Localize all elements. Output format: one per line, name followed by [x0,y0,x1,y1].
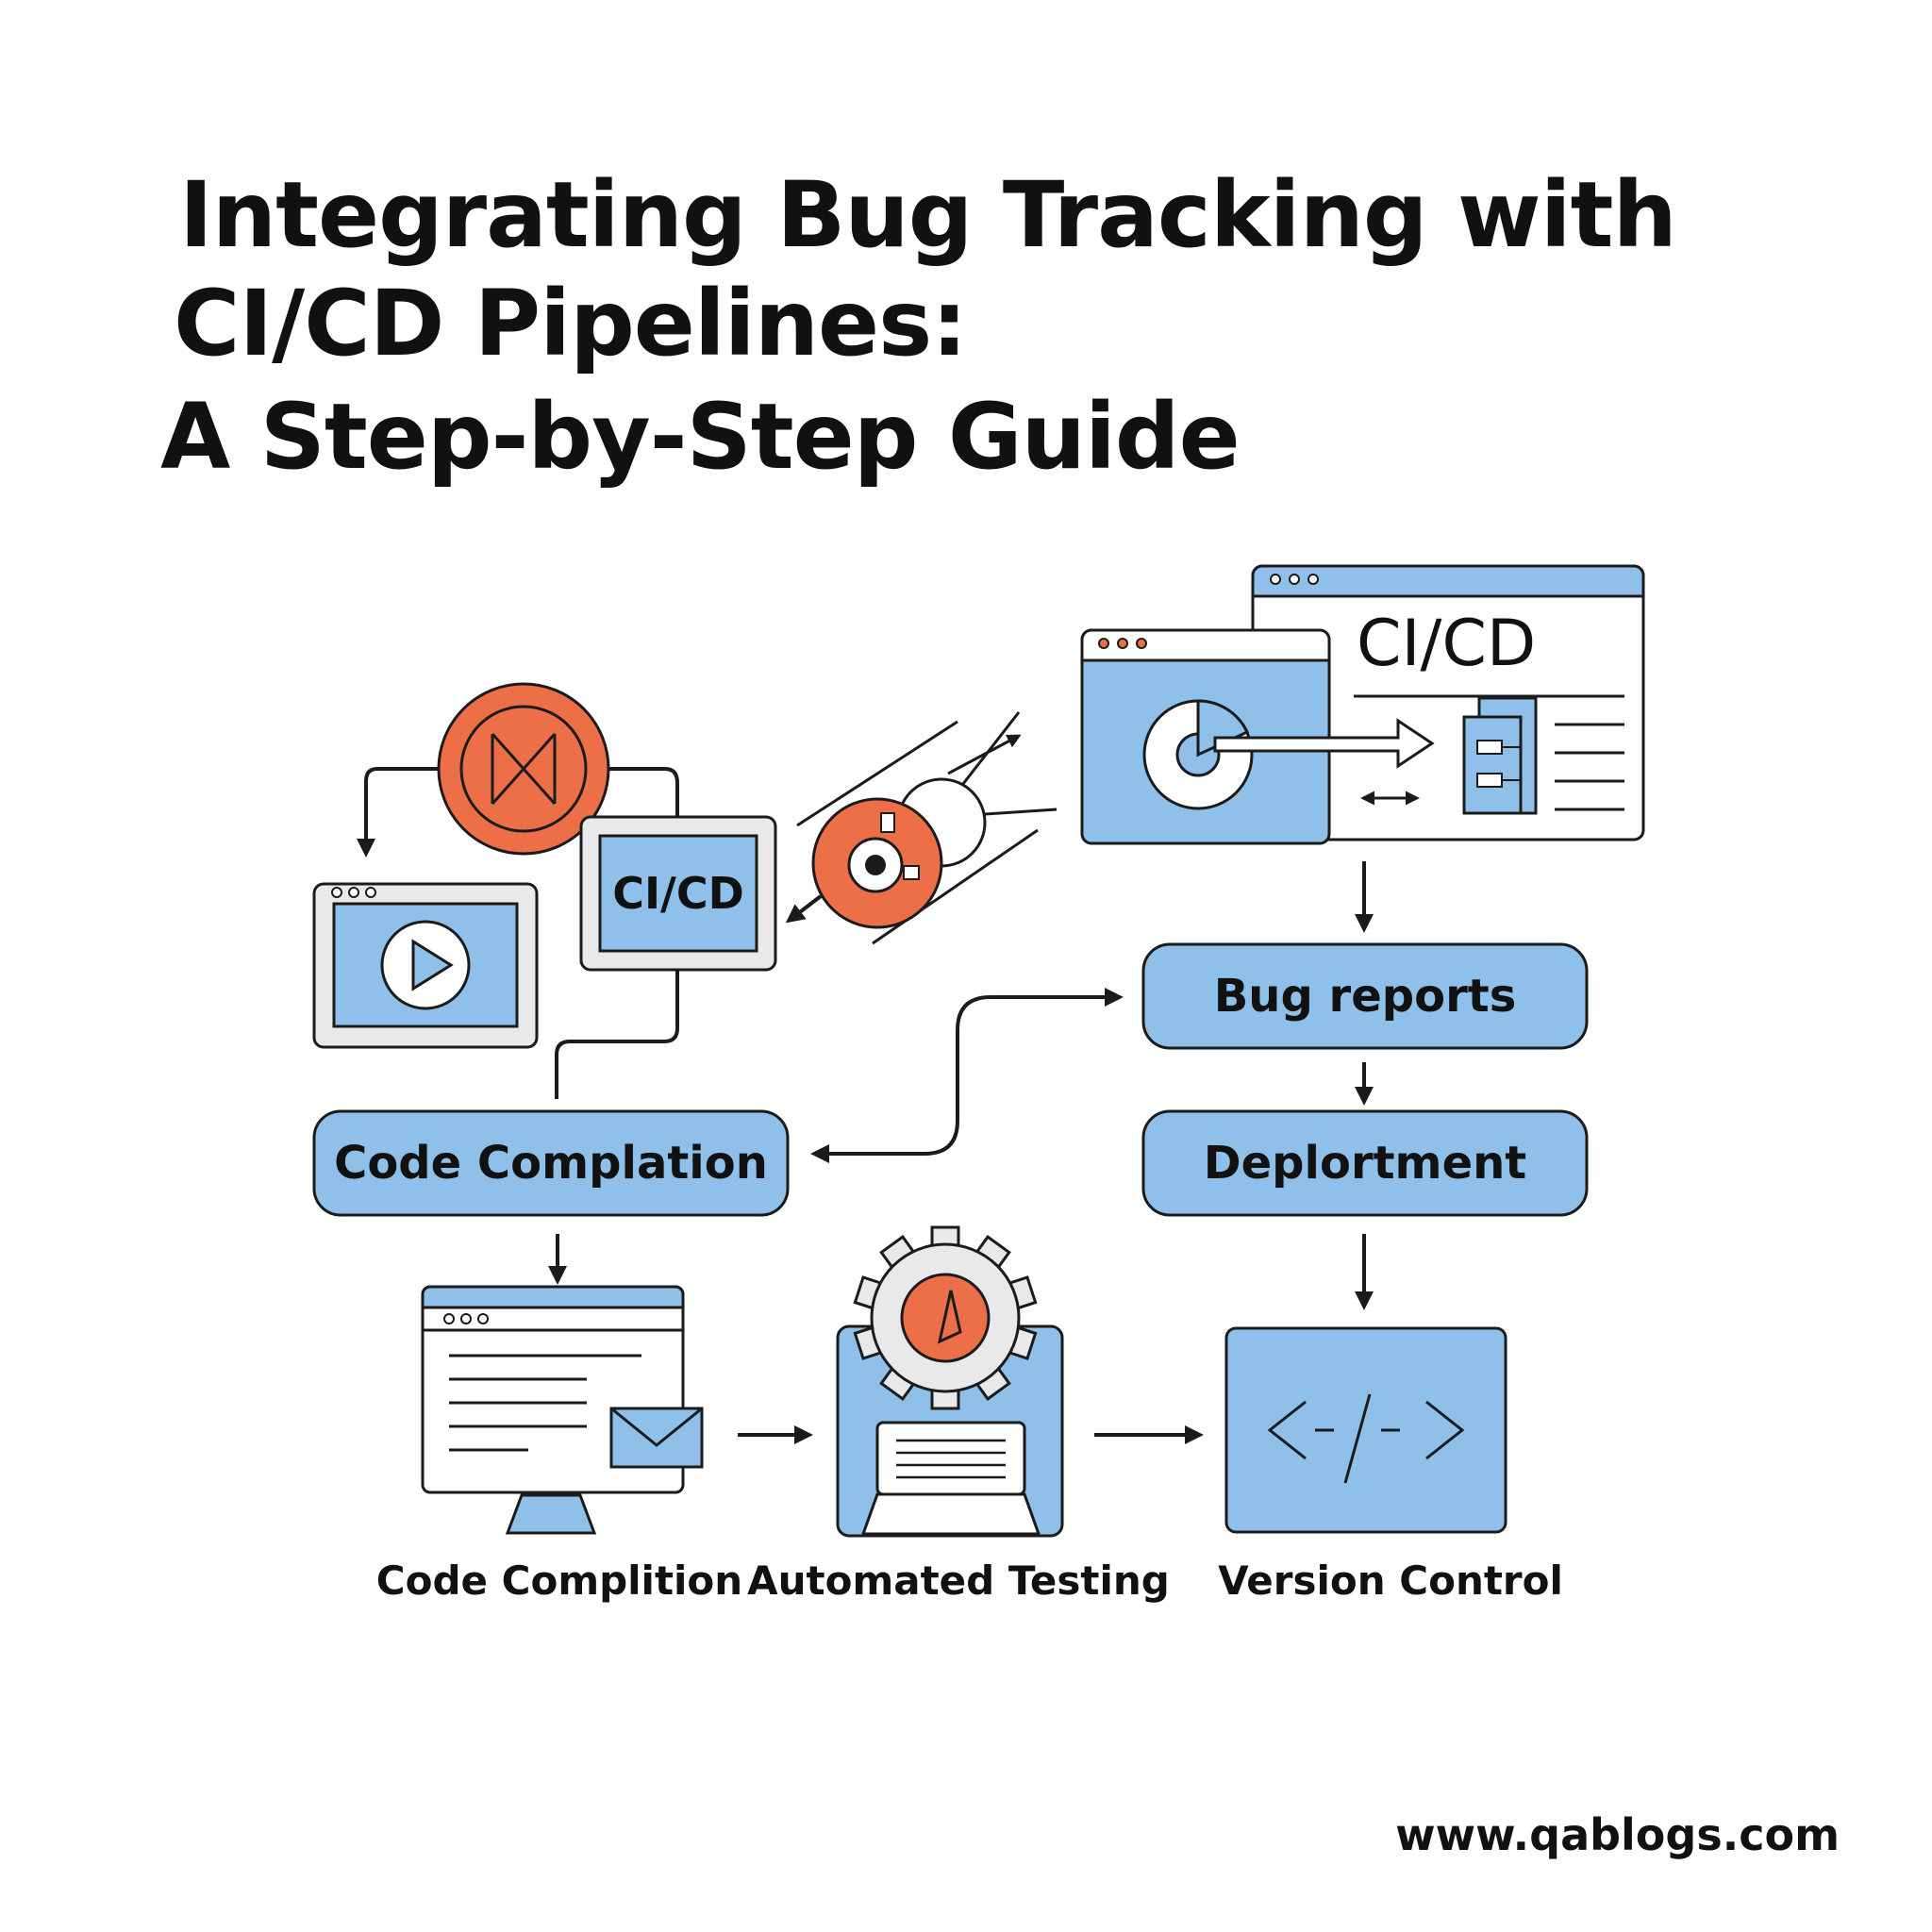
network-node-icon [437,682,610,856]
connector-arrow [785,894,823,924]
cicd-window-large: CI/CD [1251,564,1645,841]
text-lines-icon [1354,694,1624,811]
laptop-icon [860,1421,1041,1536]
cicd-monitor: CI/CD [579,815,777,972]
window-dots-icon [1098,638,1147,649]
pie-chart-icon [1142,699,1254,810]
bug-tracker-icon [796,711,1058,945]
code-symbol: </> [0,0,2,1]
website-link[interactable]: www.qablogs.com [1395,1809,1840,1860]
caption-automated-testing: Automated Testing [747,1557,1170,1604]
connector-arrow [810,988,1124,1163]
title-line-3: A Step-by-Step Guide [160,384,1241,490]
automated-testing-icon [836,1225,1064,1538]
code-compilation-label: Code Complation [334,1137,768,1190]
gear-icon [853,1225,1038,1410]
title-line-2: CI/CD Pipelines: [174,271,968,376]
bug-reports-step: Bug reports [1141,942,1589,1050]
window-dots-icon [443,1313,489,1324]
code-completion-monitor [421,1285,704,1535]
window-dots-icon [1270,574,1319,585]
video-player-window [312,882,539,1049]
version-control-icon: </> [0,0,1507,1534]
title-line-1: Integrating Bug Tracking with [179,162,1677,268]
deployment-label: Deplortment [1204,1137,1527,1190]
deployment-step: Deplortment [1141,1109,1589,1217]
connector-line [608,767,679,816]
cicd-window-label: CI/CD [1357,607,1536,681]
document-stack-icon [1462,696,1538,815]
right-arrow-icon [1213,718,1435,769]
caption-code-completion: Code Complition [376,1557,742,1604]
cicd-monitor-label: CI/CD [612,868,744,919]
caption-version-control: Version Control [1218,1557,1563,1604]
bug-reports-label: Bug reports [1214,970,1517,1023]
envelope-icon [609,1407,704,1469]
code-brackets-icon [1267,1393,1465,1484]
connector-line [555,970,679,1099]
code-compilation-step: Code Complation [312,1109,790,1217]
pie-chart-window [1080,628,1435,845]
connector-arrow [357,767,439,858]
